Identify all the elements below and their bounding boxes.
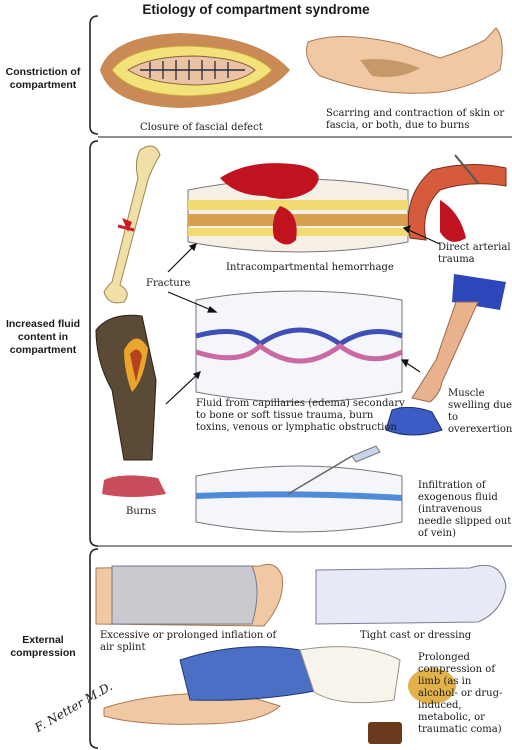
caption-scarring: Scarring and contraction of skin or fasc… <box>326 108 505 131</box>
runner-leg-illustration <box>385 274 506 436</box>
caption-hemorrhage: Intracompartmental hemorrhage <box>226 262 394 273</box>
caption-direct-arterial: Direct arterial trauma <box>438 242 511 265</box>
edema-compartment-illustration <box>195 290 404 403</box>
caption-burns: Burns <box>126 506 157 517</box>
cast-illustration <box>315 564 507 625</box>
section-label-fluid: Increased fluid content in compartment <box>5 318 81 356</box>
caption-fascial-closure: Closure of fascial defect <box>140 122 263 133</box>
caption-muscle-swelling: Muscle swelling due to overexertion <box>448 388 512 435</box>
section-dividers <box>98 136 512 547</box>
burned-pants-illustration <box>95 314 166 497</box>
caption-tight-cast: Tight cast or dressing <box>360 630 472 641</box>
burned-leg-illustration <box>306 27 503 94</box>
caption-edema: Fluid from capillaries (edema) secondary… <box>196 398 405 433</box>
infiltration-compartment-illustration <box>195 445 403 533</box>
caption-fracture: Fracture <box>146 278 191 289</box>
section-label-constriction: Constriction of compartment <box>5 66 81 91</box>
caption-infiltration: Infiltration of exogenous fluid (intrave… <box>418 480 512 539</box>
arrows <box>165 225 441 405</box>
page-title: Etiology of compartment syndrome <box>142 2 370 17</box>
section-label-external: External compression <box>10 634 76 659</box>
air-splint-illustration <box>95 563 284 627</box>
section-brackets <box>89 15 99 749</box>
fascial-closure-illustration <box>100 33 290 108</box>
comatose-person-illustration <box>103 646 456 744</box>
hemorrhage-compartment-illustration <box>187 163 409 253</box>
caption-air-splint: Excessive or prolonged inflation of air … <box>100 630 277 653</box>
arterial-trauma-illustration <box>407 154 507 242</box>
femur-fracture-illustration <box>103 145 161 304</box>
caption-prolonged-compression: Prolonged compression of limb (as in alc… <box>418 652 503 735</box>
